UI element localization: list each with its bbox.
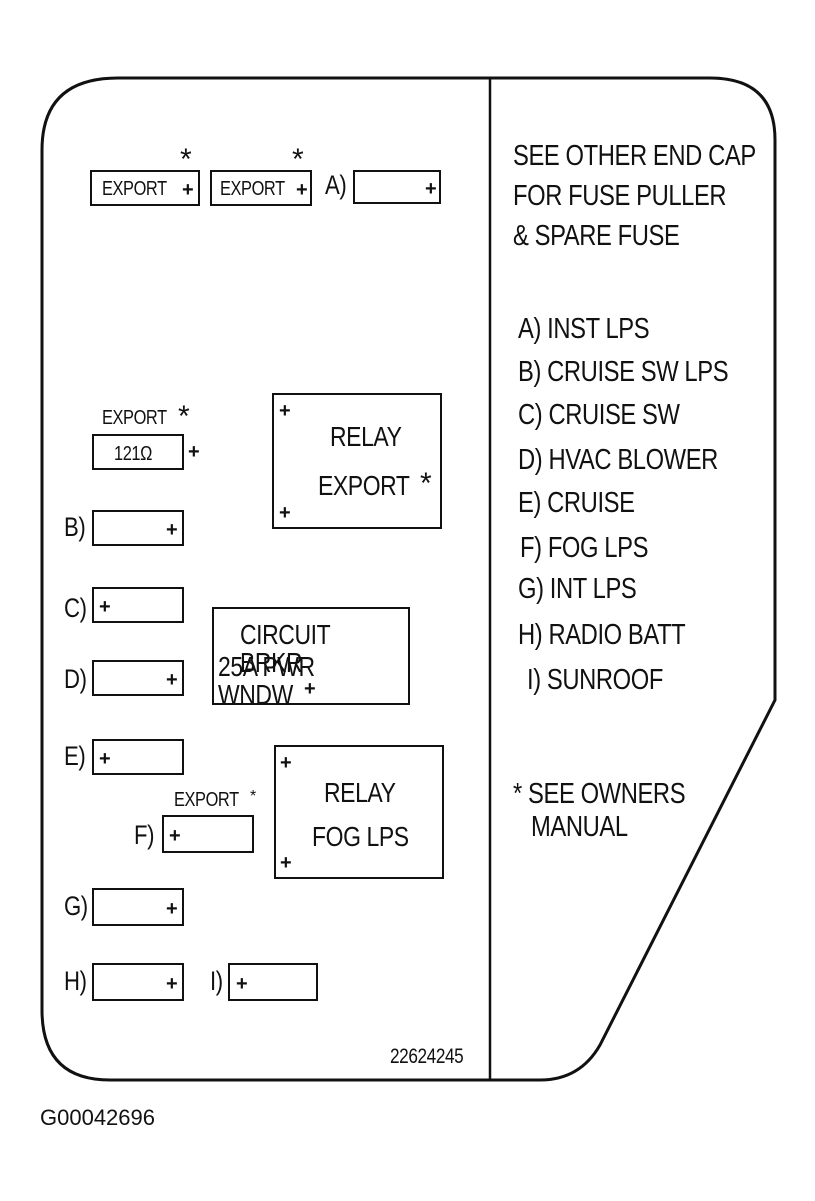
fuse-f-export-label: EXPORT <box>174 789 239 811</box>
relay-fog-lps: + + RELAY FOG LPS <box>274 745 444 879</box>
slot-label-f: F) <box>134 820 155 850</box>
legend-item-b: B) CRUISE SW LPS <box>518 356 729 388</box>
legend-item-g: G) INT LPS <box>518 573 637 605</box>
footnote-line-2: MANUAL <box>531 811 628 843</box>
legend-item-a: A) INST LPS <box>518 313 650 345</box>
legend-item-i: I) SUNROOF <box>527 664 663 696</box>
plus-terminal: + <box>166 973 178 995</box>
relay-fog-line-1: RELAY <box>324 777 396 808</box>
circuit-breaker-line-2: 25A PWR WNDW <box>218 651 315 710</box>
legend-item-f: F) FOG LPS <box>520 532 649 564</box>
plus-terminal: + <box>279 400 291 422</box>
fuse-c: + <box>92 587 184 623</box>
export-fuse-2: EXPORT + <box>210 170 312 206</box>
legend-item-e: E) CRUISE <box>518 487 635 519</box>
asterisk-mark: * <box>420 467 432 500</box>
plus-terminal: + <box>280 852 292 874</box>
asterisk-mark: * <box>180 143 192 176</box>
slot-label-g: G) <box>64 891 88 921</box>
slot-label-b: B) <box>64 512 86 542</box>
fuse-a: + <box>353 170 441 204</box>
note-line-3: & SPARE FUSE <box>513 220 680 252</box>
export-fuse-2-label: EXPORT <box>220 178 285 200</box>
slot-label-d: D) <box>64 664 87 694</box>
plus-terminal: + <box>304 678 316 700</box>
plus-terminal: + <box>99 596 111 618</box>
relay-export-line-1: RELAY <box>330 421 402 452</box>
fuse-g: + <box>92 888 184 926</box>
asterisk-mark: * <box>250 788 257 805</box>
resistor-121-ohm: 121Ω <box>92 434 184 470</box>
legend-item-c: C) CRUISE SW <box>518 399 680 431</box>
plus-terminal: + <box>296 179 308 201</box>
fuse-i: + <box>228 963 318 1001</box>
slot-label-h: H) <box>64 966 87 996</box>
note-line-2: FOR FUSE PULLER <box>513 180 727 212</box>
circuit-breaker-line-1: CIRCUIT BRKR <box>240 619 330 678</box>
circuit-breaker-25a: CIRCUIT BRKR 25A PWR WNDW + <box>212 607 410 709</box>
relay-export: + + RELAY EXPORT * <box>272 393 442 529</box>
relay-export-line-2: EXPORT <box>318 470 410 501</box>
part-number: 22624245 <box>390 1045 464 1068</box>
asterisk-mark: * <box>292 143 304 176</box>
fuse-d: + <box>92 660 184 696</box>
plus-terminal: + <box>279 502 291 524</box>
plus-terminal: + <box>188 441 200 463</box>
fuse-f: + <box>162 815 254 853</box>
footnote-line-1: * SEE OWNERS <box>513 778 686 810</box>
figure-id: G00042696 <box>40 1105 155 1130</box>
slot-label-c: C) <box>64 593 87 623</box>
slot-label-a: A) <box>325 170 347 200</box>
slot-label-i: I) <box>210 966 223 996</box>
plus-terminal: + <box>166 669 178 691</box>
plus-terminal: + <box>169 825 181 847</box>
plus-terminal: + <box>182 179 194 201</box>
fuse-e: + <box>92 739 184 775</box>
export-fuse-1-label: EXPORT <box>102 178 167 200</box>
export-fuse-1: EXPORT + <box>90 170 200 206</box>
resistor-export-label: EXPORT <box>102 407 167 429</box>
plus-terminal: + <box>166 898 178 920</box>
fuse-b: + <box>92 510 184 546</box>
plus-terminal: + <box>236 973 248 995</box>
asterisk-mark: * <box>178 400 190 433</box>
plus-terminal: + <box>280 752 292 774</box>
legend-item-d: D) HVAC BLOWER <box>518 444 718 476</box>
relay-fog-line-2: FOG LPS <box>312 821 409 852</box>
plus-terminal: + <box>425 178 437 200</box>
resistor-value: 121Ω <box>114 443 152 465</box>
plus-terminal: + <box>166 519 178 541</box>
fuse-h: + <box>92 963 184 1001</box>
plus-terminal: + <box>99 748 111 770</box>
slot-label-e: E) <box>64 741 86 771</box>
legend-item-h: H) RADIO BATT <box>518 619 686 651</box>
note-line-1: SEE OTHER END CAP <box>513 140 756 172</box>
